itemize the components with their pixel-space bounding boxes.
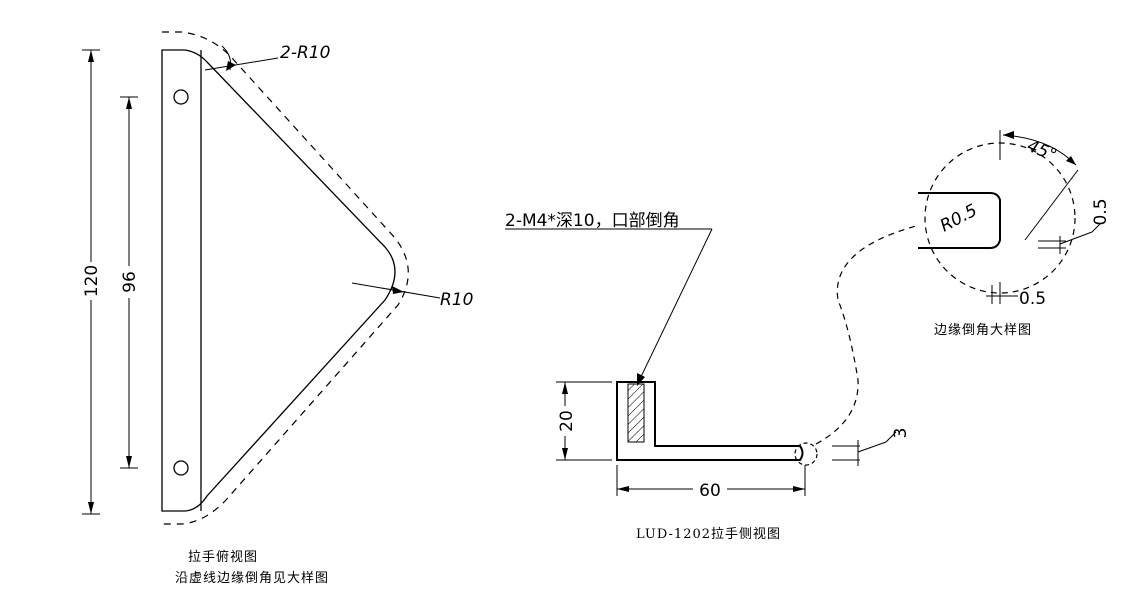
- corner-radius-callout: 2-R10: [204, 43, 330, 71]
- dim-96: 96: [120, 96, 140, 469]
- detail-profile: [918, 192, 1001, 249]
- apex-radius-callout: R10: [351, 282, 473, 310]
- top-view-caption-1: 拉手俯视图: [188, 549, 258, 565]
- chamfer-dim-horizontal: 0.5: [986, 282, 1046, 309]
- dim-120-label: 120: [82, 265, 102, 297]
- thread-note-label: 2-M4*深10，口部倒角: [505, 211, 680, 231]
- chamfer-dim-vertical: 0.5: [1038, 198, 1111, 254]
- mounting-hole-bottom: [173, 460, 189, 476]
- side-view-caption: LUD-1202拉手侧视图: [636, 527, 781, 542]
- thread-callout: 2-M4*深10，口部倒角: [505, 211, 713, 386]
- top-view-caption-2: 沿虚线边缘倒角见大样图: [175, 571, 329, 586]
- dim-20-label: 20: [557, 410, 577, 432]
- top-view: 120 96 2-R10 R10 拉手俯视图 沿虚线边缘倒角见大样图: [82, 31, 473, 586]
- angle-45: 45°: [999, 130, 1079, 241]
- dim-20: 20: [556, 381, 612, 461]
- detail-marker-circle: [794, 442, 818, 466]
- dim-120: 120: [82, 49, 102, 515]
- threaded-hole: [627, 383, 645, 443]
- side-view: 2-M4*深10，口部倒角 20 60: [505, 211, 917, 542]
- dim-3: 3: [832, 428, 911, 466]
- dim-96-label: 96: [120, 271, 140, 293]
- side-profile: [616, 381, 804, 461]
- mounting-hole-top: [173, 89, 189, 105]
- chamfer-vertical-label: 0.5: [1091, 198, 1111, 225]
- detail-leader: [815, 225, 917, 445]
- corner-radius-label: 2-R10: [280, 43, 330, 63]
- apex-radius-label: R10: [440, 290, 473, 310]
- angle-label: 45°: [1024, 136, 1059, 166]
- detail-view-caption: 边缘倒角大样图: [934, 323, 1032, 338]
- plate-outline: [161, 49, 396, 512]
- dim-3-label: 3: [891, 428, 911, 439]
- chamfer-horizontal-label: 0.5: [1019, 289, 1046, 309]
- chamfer-dashed-outline: [162, 31, 409, 525]
- dim-60-label: 60: [699, 481, 721, 501]
- detail-radius-label: R0.5: [937, 201, 981, 237]
- dim-60: 60: [616, 465, 806, 501]
- detail-view: 45° R0.5 0.5 0.5 边缘倒角大样图: [918, 130, 1111, 338]
